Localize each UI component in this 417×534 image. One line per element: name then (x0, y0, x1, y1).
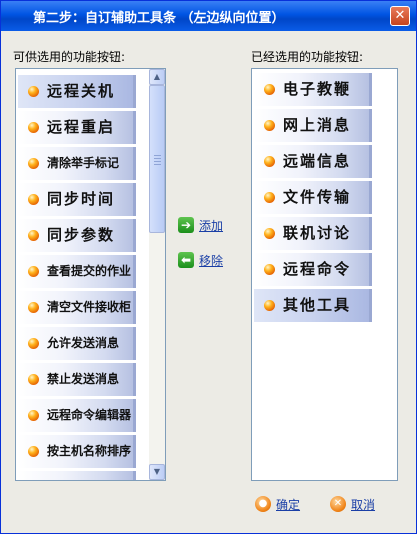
list-item-label: 远程命令 (283, 260, 352, 278)
add-label: 添加 (199, 219, 224, 233)
list-item-label: 按IP地址排序 (47, 471, 120, 480)
list-item[interactable]: 查看提交的作业 (18, 255, 136, 288)
list-item[interactable]: 清空文件接收柜 (18, 291, 136, 324)
list-item[interactable]: 联机讨论 (254, 217, 372, 250)
orange-ball-icon (28, 230, 39, 241)
list-item-label: 其他工具 (283, 296, 352, 314)
orange-ball-icon (28, 374, 39, 385)
list-item[interactable]: 允许发送消息 (18, 327, 136, 360)
orange-ball-icon (28, 410, 39, 421)
list-item-label: 网上消息 (283, 116, 352, 134)
list-item-label: 清空文件接收柜 (47, 300, 132, 314)
orange-ball-icon (28, 446, 39, 457)
list-item[interactable]: 文件传输 (254, 181, 372, 214)
list-item[interactable]: 电子教鞭 (254, 73, 372, 106)
list-item[interactable]: 同步时间 (18, 183, 136, 216)
list-item-label: 同步参数 (47, 226, 116, 244)
cancel-label: 取消 (351, 498, 376, 512)
arrow-right-icon: ➔ (178, 217, 194, 233)
scroll-up-button[interactable]: ▲ (149, 69, 165, 85)
orange-ball-icon (28, 122, 39, 133)
scroll-down-button[interactable]: ▼ (149, 464, 165, 480)
list-item[interactable]: 其他工具 (254, 289, 372, 322)
list-item-label: 远程关机 (47, 82, 116, 100)
grip-line (154, 158, 161, 159)
list-item-label: 远端信息 (283, 152, 352, 170)
list-item[interactable]: 同步参数 (18, 219, 136, 252)
selected-list[interactable]: 电子教鞭网上消息远端信息文件传输联机讨论远程命令其他工具 (251, 68, 398, 481)
arrow-left-icon: ⬅ (178, 252, 194, 268)
list-item-label: 允许发送消息 (47, 336, 120, 350)
list-item[interactable]: 按IP地址排序 (18, 471, 136, 480)
list-item[interactable]: 禁止发送消息 (18, 363, 136, 396)
ok-label: 确定 (276, 498, 301, 512)
close-button[interactable]: ✕ (390, 6, 410, 26)
list-item-label: 电子教鞭 (283, 80, 352, 98)
list-item[interactable]: 清除举手标记 (18, 147, 136, 180)
orange-ball-icon (264, 300, 275, 311)
title-bar[interactable]: 第二步：自订辅助工具条 （左边纵向位置） ✕ (1, 1, 416, 31)
arrow-up-icon: ▲ (153, 72, 161, 81)
orange-ball-icon (28, 266, 39, 277)
grip-line (154, 155, 161, 156)
orange-ball-icon (28, 338, 39, 349)
list-item[interactable]: 远端信息 (254, 145, 372, 178)
orange-ball-icon (264, 84, 275, 95)
orange-ball-icon (28, 86, 39, 97)
orange-ball-icon (264, 156, 275, 167)
list-item-label: 远程重启 (47, 118, 116, 136)
list-item-label: 禁止发送消息 (47, 372, 120, 386)
orange-ball-icon (28, 194, 39, 205)
arrow-down-icon: ▼ (153, 467, 161, 476)
selected-caption: 已经选用的功能按钮: (251, 50, 364, 64)
list-item-label: 查看提交的作业 (47, 264, 132, 278)
list-item-label: 远程命令编辑器 (47, 408, 132, 422)
orange-ball-icon (264, 264, 275, 275)
cancel-icon: ✕ (330, 496, 346, 512)
available-caption: 可供选用的功能按钮: (13, 50, 126, 64)
orange-ball-icon (264, 228, 275, 239)
available-items: 远程关机远程重启清除举手标记同步时间同步参数查看提交的作业清空文件接收柜允许发送… (18, 75, 136, 480)
ok-icon: ● (255, 496, 271, 512)
orange-ball-icon (28, 302, 39, 313)
list-item-label: 同步时间 (47, 190, 116, 208)
list-item-label: 清除举手标记 (47, 156, 120, 170)
scroll-thumb[interactable] (149, 85, 165, 233)
list-item[interactable]: 远程重启 (18, 111, 136, 144)
list-item-label: 按主机名称排序 (47, 444, 132, 458)
list-item-label: 联机讨论 (283, 224, 352, 242)
orange-ball-icon (28, 158, 39, 169)
orange-ball-icon (264, 120, 275, 131)
grip-line (154, 161, 161, 162)
grip-line (154, 164, 161, 165)
available-scrollbar[interactable]: ▲ ▼ (149, 69, 165, 480)
window-title: 第二步：自订辅助工具条 （左边纵向位置） (33, 11, 285, 26)
list-item[interactable]: 远程命令 (254, 253, 372, 286)
list-item[interactable]: 网上消息 (254, 109, 372, 142)
list-item[interactable]: 远程关机 (18, 75, 136, 108)
list-item[interactable]: 按主机名称排序 (18, 435, 136, 468)
list-item-label: 文件传输 (283, 188, 352, 206)
available-list[interactable]: 远程关机远程重启清除举手标记同步时间同步参数查看提交的作业清空文件接收柜允许发送… (15, 68, 166, 481)
remove-label: 移除 (199, 254, 224, 268)
list-item[interactable]: 远程命令编辑器 (18, 399, 136, 432)
close-icon: ✕ (394, 8, 406, 23)
orange-ball-icon (264, 192, 275, 203)
selected-items: 电子教鞭网上消息远端信息文件传输联机讨论远程命令其他工具 (254, 73, 372, 325)
